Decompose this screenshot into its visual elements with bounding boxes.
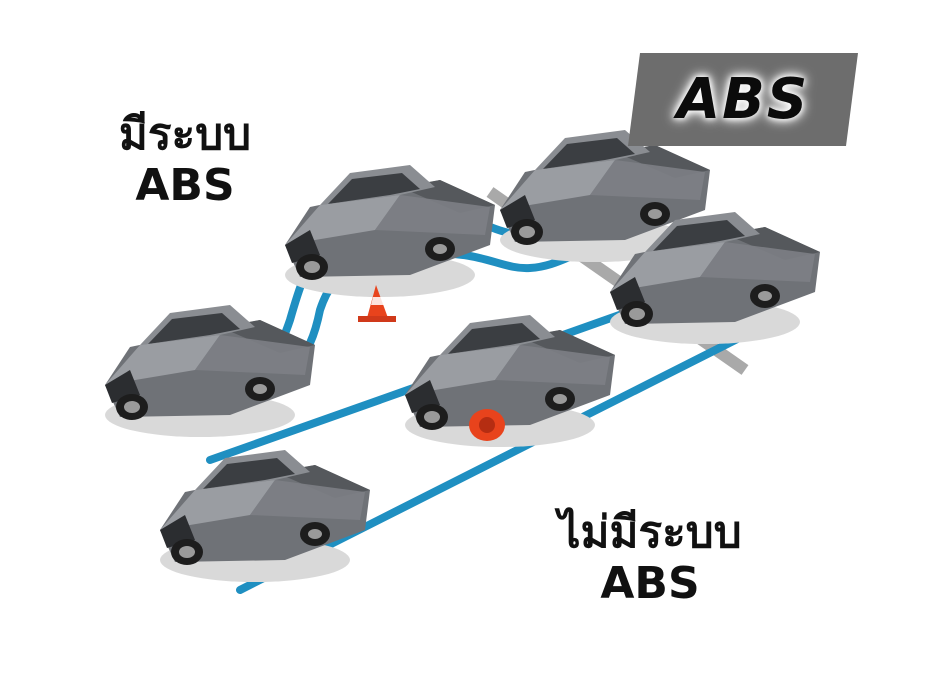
abs-badge-background: [628, 53, 858, 146]
with-abs-label: มีระบบ ABS: [95, 109, 275, 211]
without-abs-label-line1: ไม่มีระบบ: [558, 507, 742, 558]
truck-abs-start: [105, 305, 315, 437]
without-abs-label-line2: ABS: [600, 557, 700, 609]
truck-abs-swerving: [285, 165, 495, 297]
without-abs-label: ไม่มีระบบ ABS: [540, 507, 760, 609]
traffic-cone-knocked-icon: [469, 409, 505, 441]
abs-badge-text: ABS: [676, 67, 810, 132]
truck-nonabs-hitting-cone: [405, 315, 615, 447]
with-abs-label-line1: มีระบบ: [118, 109, 252, 160]
traffic-cone-icon: [358, 285, 396, 322]
with-abs-label-line2: ABS: [135, 159, 235, 211]
truck-nonabs-start: [160, 450, 370, 582]
